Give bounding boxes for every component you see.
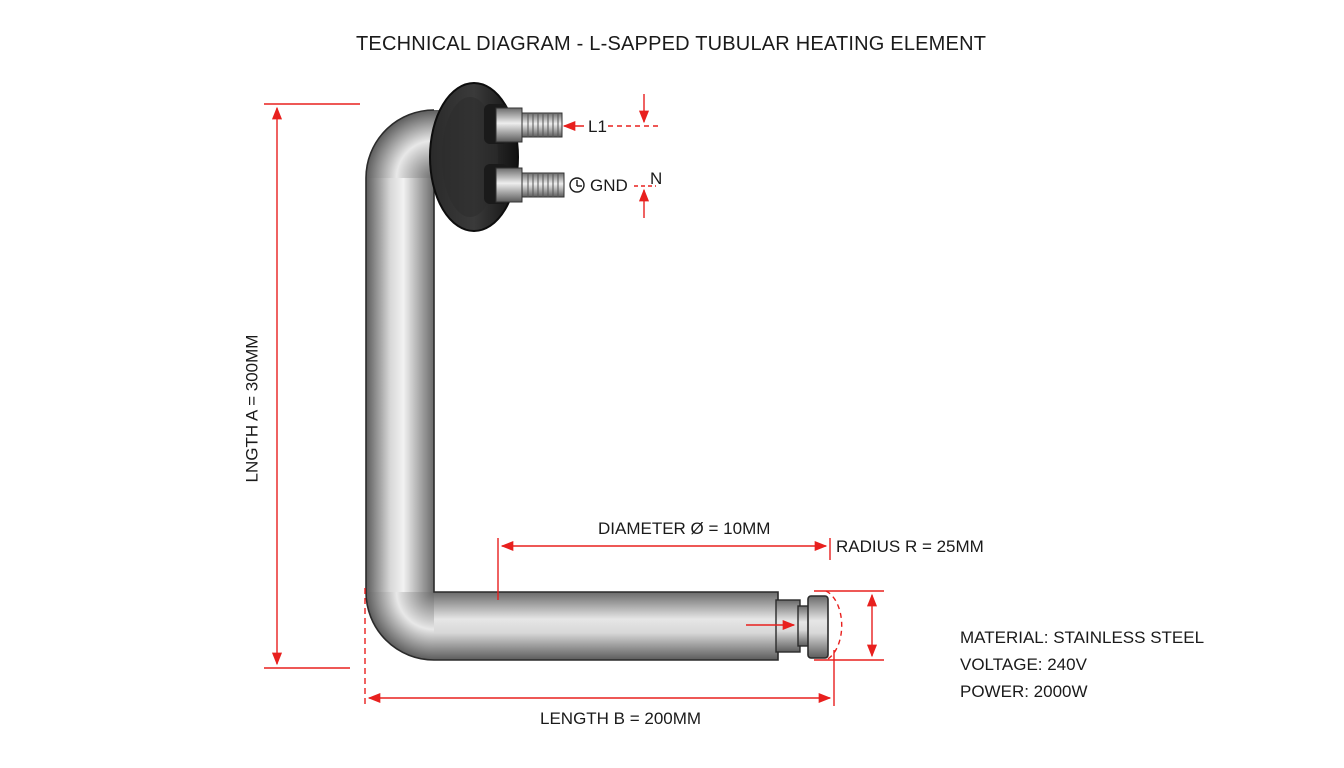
vertical-tube-leg xyxy=(366,178,434,592)
spec-power: POWER: 2000W xyxy=(960,682,1088,701)
radius-label: RADIUS R = 25MM xyxy=(836,537,984,556)
end-fitting xyxy=(775,599,801,653)
diagram-title: TECHNICAL DIAGRAM - L-SAPPED TUBULAR HEA… xyxy=(356,33,987,55)
length-a-label: LNGTH A = 300MM xyxy=(242,334,262,483)
terminal-flange xyxy=(429,82,565,232)
end-cap xyxy=(807,595,829,659)
terminal-l1-label: L1 xyxy=(588,117,607,136)
top-bend xyxy=(366,110,450,178)
specifications-block: MATERIAL: STAINLESS STEEL VOLTAGE: 240V … xyxy=(960,624,1204,705)
bottom-elbow xyxy=(366,592,434,660)
terminal-stud-l1 xyxy=(484,104,563,144)
terminal-n-label: N xyxy=(650,169,663,188)
length-b-label: LENGTH B = 200MM xyxy=(540,709,702,728)
horizontal-tube-leg xyxy=(434,592,778,660)
terminal-stud-n xyxy=(484,164,565,204)
diameter-label: DIAMETER Ø = 10MM xyxy=(598,519,771,538)
ground-icon xyxy=(569,177,585,193)
terminal-gnd-label: GND xyxy=(590,176,628,195)
dimension-lines xyxy=(264,94,884,706)
spec-material: MATERIAL: STAINLESS STEEL xyxy=(960,628,1205,647)
radius-arc xyxy=(825,590,843,661)
spec-voltage: VOLTAGE: 240V xyxy=(960,655,1087,674)
